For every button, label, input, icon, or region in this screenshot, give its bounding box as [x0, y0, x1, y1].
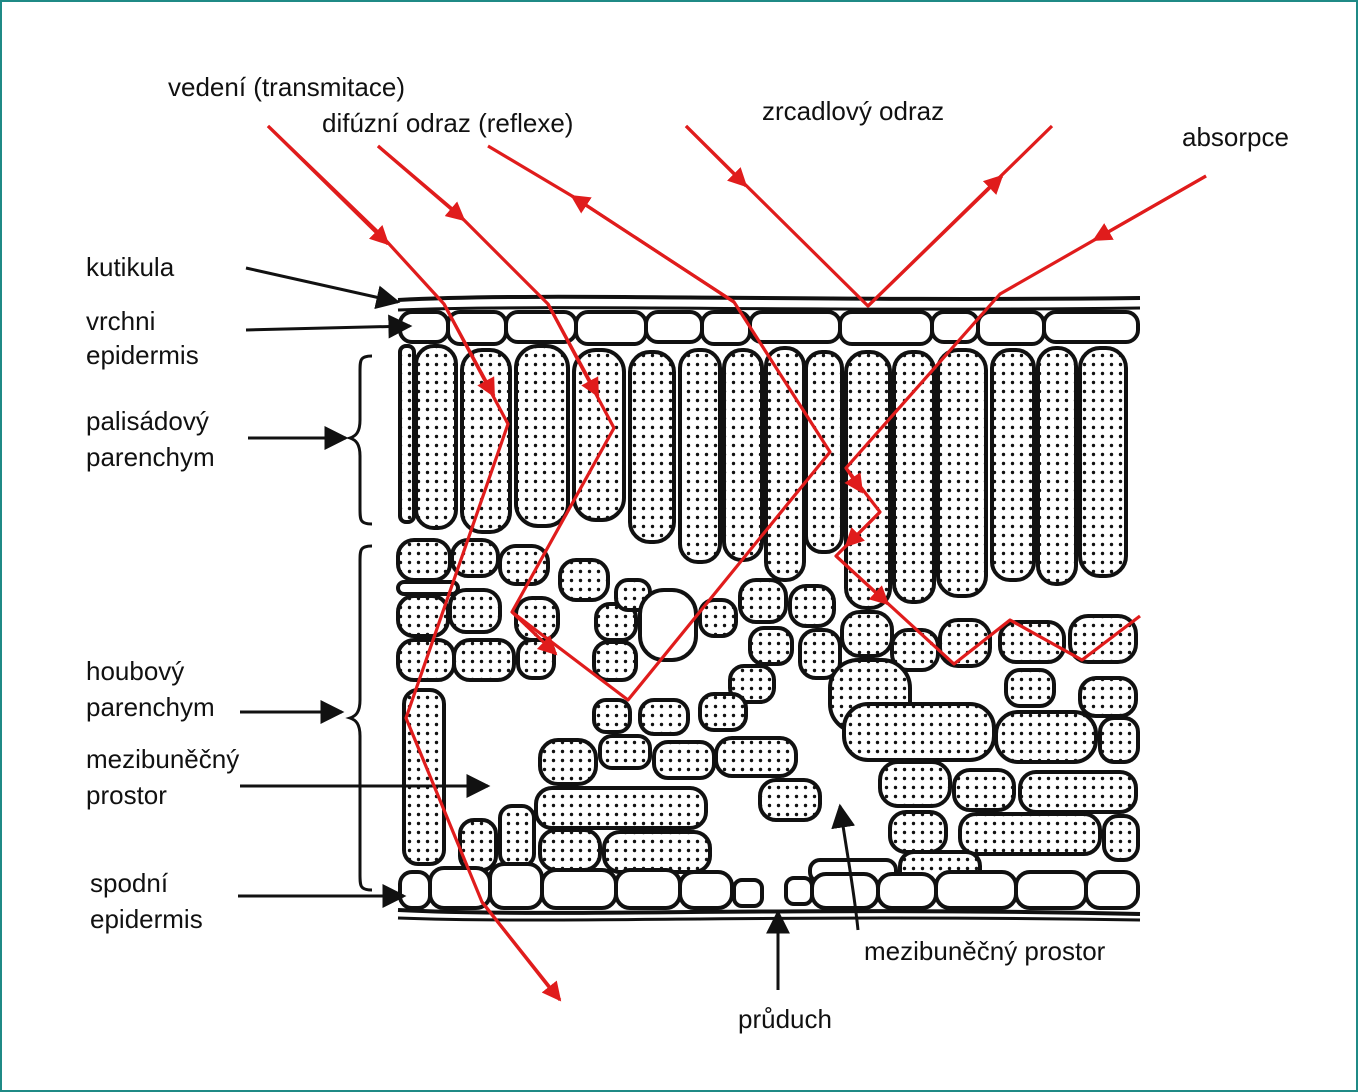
label-lower-epidermis-line1: spodní [90, 868, 169, 898]
label-spongy-line1: houbový [86, 656, 184, 686]
guard-cell-right [786, 878, 812, 904]
ray-label-absorption: absorpce [1182, 122, 1289, 152]
label-intercellular-line2: prostor [86, 780, 167, 810]
label-palisade-line1: palisádový [86, 406, 209, 436]
spongy-brace [350, 546, 372, 890]
label-stoma: průduch [738, 1004, 832, 1034]
lower-epidermis-cells [400, 864, 1138, 908]
label-lower-epidermis-line2: epidermis [90, 904, 203, 934]
spongy-cells [398, 540, 1138, 886]
label-palisade-line2: parenchym [86, 442, 215, 472]
upper-epidermis-arrow [246, 326, 410, 330]
leaf-tissue [398, 297, 1140, 920]
ray-label-transmission: vedení (transmitace) [168, 72, 405, 102]
specular-ray [686, 126, 1052, 306]
palisade-brace [350, 356, 372, 524]
label-spongy-line2: parenchym [86, 692, 215, 722]
upper-epidermis-cells [400, 312, 1138, 344]
cuticle-arrow [246, 268, 398, 302]
label-upper-epidermis-line2: epidermis [86, 340, 199, 370]
cuticle-layer [398, 297, 1140, 300]
ray-label-specular: zrcadlový odraz [762, 96, 944, 126]
label-upper-epidermis-line1: vrchni [86, 306, 155, 336]
label-cuticle: kutikula [86, 252, 175, 282]
guard-cell-left [734, 880, 762, 906]
label-intercellular-space: mezibuněčný prostor [864, 936, 1106, 966]
label-intercellular-line1: mezibuněčný [86, 744, 239, 774]
ray-label-diffuse: difúzní odraz (reflexe) [322, 108, 573, 138]
